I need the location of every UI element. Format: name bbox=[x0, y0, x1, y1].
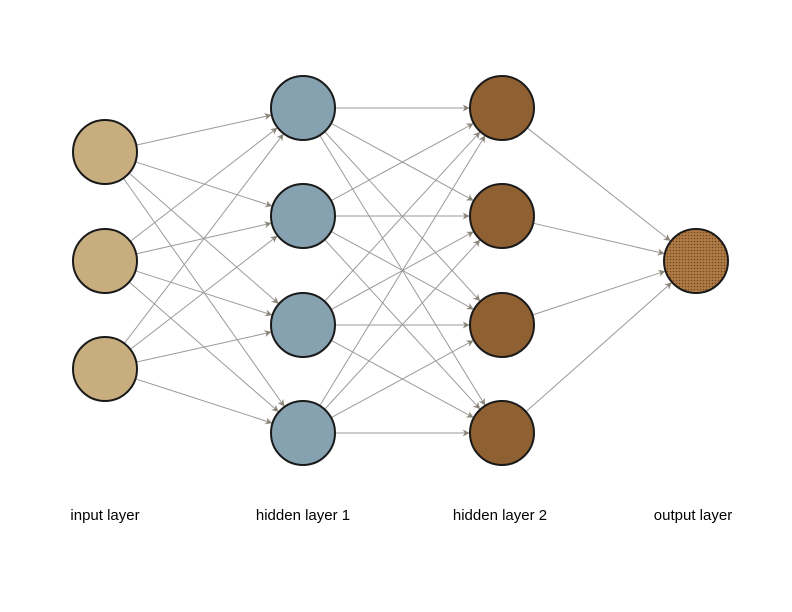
hidden2-node-4 bbox=[469, 400, 535, 466]
edge-l0n1-l1n0 bbox=[129, 127, 278, 242]
edge-l0n2-l1n0 bbox=[123, 133, 284, 344]
hidden1-node-4 bbox=[270, 400, 336, 466]
edge-l2n0-l3n0 bbox=[526, 127, 671, 242]
output-layer-label: output layer bbox=[653, 507, 733, 524]
edge-l1n1-l2n0 bbox=[330, 123, 474, 202]
input-layer-label: input layer bbox=[70, 507, 140, 524]
input-node-2 bbox=[72, 228, 138, 294]
edge-l2n2-l3n0 bbox=[532, 269, 666, 316]
edge-l0n0-l1n1 bbox=[135, 161, 273, 208]
output-node-1 bbox=[663, 228, 729, 294]
hidden1-node-1 bbox=[270, 75, 336, 141]
edge-l0n2-l1n2 bbox=[136, 330, 272, 363]
hidden2-node-2 bbox=[469, 183, 535, 249]
edge-l2n3-l3n0 bbox=[525, 282, 672, 413]
edge-l1n3-l2n0 bbox=[319, 135, 486, 406]
hidden1-node-2 bbox=[270, 183, 336, 249]
hidden1-node-3 bbox=[270, 292, 336, 358]
hidden-layer-1-label: hidden layer 1 bbox=[255, 507, 351, 524]
input-node-1 bbox=[72, 119, 138, 185]
edge-l1n3-l2n1 bbox=[324, 239, 481, 410]
input-node-3 bbox=[72, 336, 138, 402]
edge-l1n3-l2n2 bbox=[330, 340, 474, 419]
edge-l0n0-l1n0 bbox=[136, 113, 272, 146]
edge-l2n1-l3n0 bbox=[533, 222, 665, 256]
connections bbox=[122, 104, 672, 437]
hidden2-node-1 bbox=[469, 75, 535, 141]
hidden2-node-3 bbox=[469, 292, 535, 358]
neurons bbox=[72, 75, 729, 466]
hidden-layer-2-label: hidden layer 2 bbox=[452, 507, 548, 524]
edge-l0n2-l1n1 bbox=[129, 235, 278, 350]
edge-l1n2-l2n0 bbox=[324, 131, 481, 302]
edge-l0n2-l1n3 bbox=[135, 378, 273, 425]
